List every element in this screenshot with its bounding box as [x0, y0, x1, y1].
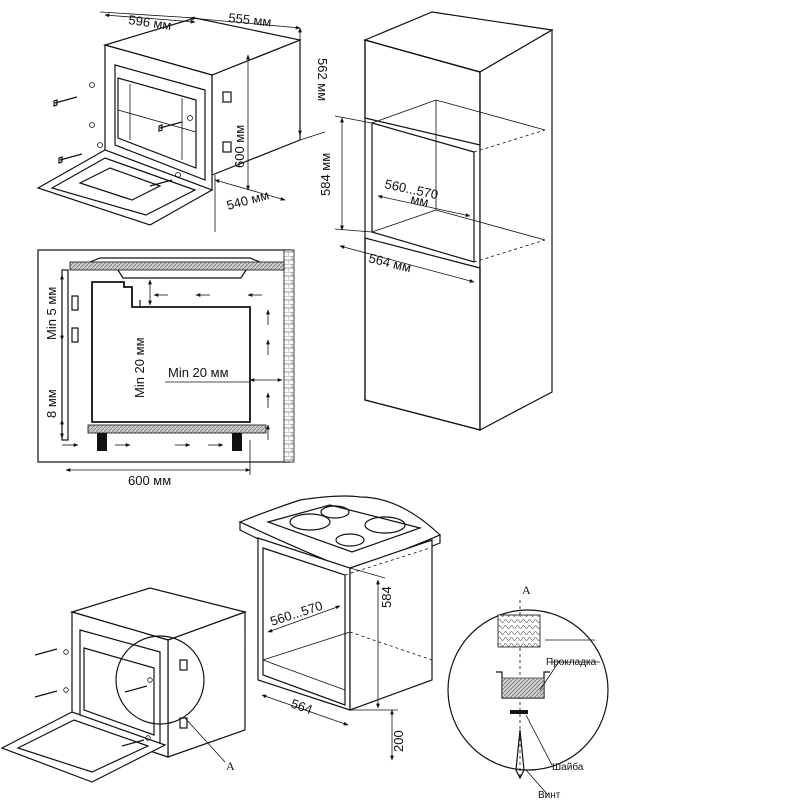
- figure-hob-cabinet: 560...570 584 564 200: [238, 495, 442, 761]
- hob-dim-height-label: 584: [379, 586, 394, 608]
- figure-oven-callout: A: [0, 587, 248, 783]
- figure-oven-dimensions: 596 мм 555 мм 562 мм 600 мм 540 мм: [36, 10, 330, 232]
- hob-dim-width-label: 564: [289, 696, 315, 718]
- detail-a: A Прокладка Шайба Винт: [447, 583, 609, 800]
- dim-height-right-label: 562 мм: [315, 58, 330, 101]
- min-side-label: Min 20 мм: [168, 365, 229, 380]
- dim-height-front-label: 600 мм: [232, 125, 247, 168]
- figure-tall-cabinet: 584 мм 560...570 мм 564 мм: [318, 11, 554, 431]
- callout-marker-a: A: [226, 759, 235, 773]
- min-top-label: Min 5 мм: [44, 287, 59, 340]
- section-width-label: 600 мм: [128, 473, 171, 488]
- cab-dim-opening-unit: мм: [409, 191, 430, 209]
- figure-cross-section: Min 5 мм Min 20 мм Min 20 мм 8 мм 600 мм: [37, 249, 295, 488]
- screw-label: Винт: [538, 790, 561, 800]
- dim-width-label: 596 мм: [128, 12, 173, 33]
- washer-label: Шайба: [552, 761, 584, 773]
- detail-marker-a: A: [522, 583, 531, 597]
- gap-bottom-label: 8 мм: [44, 389, 59, 418]
- dim-depth-bottom-label: 540 мм: [225, 187, 271, 213]
- hob-dim-bottom-label: 200: [391, 730, 406, 752]
- gasket-label: Прокладка: [546, 657, 597, 668]
- min-back-label: Min 20 мм: [132, 337, 147, 398]
- dim-depth-label: 555 мм: [228, 10, 273, 29]
- cab-dim-height-label: 584 мм: [318, 153, 333, 196]
